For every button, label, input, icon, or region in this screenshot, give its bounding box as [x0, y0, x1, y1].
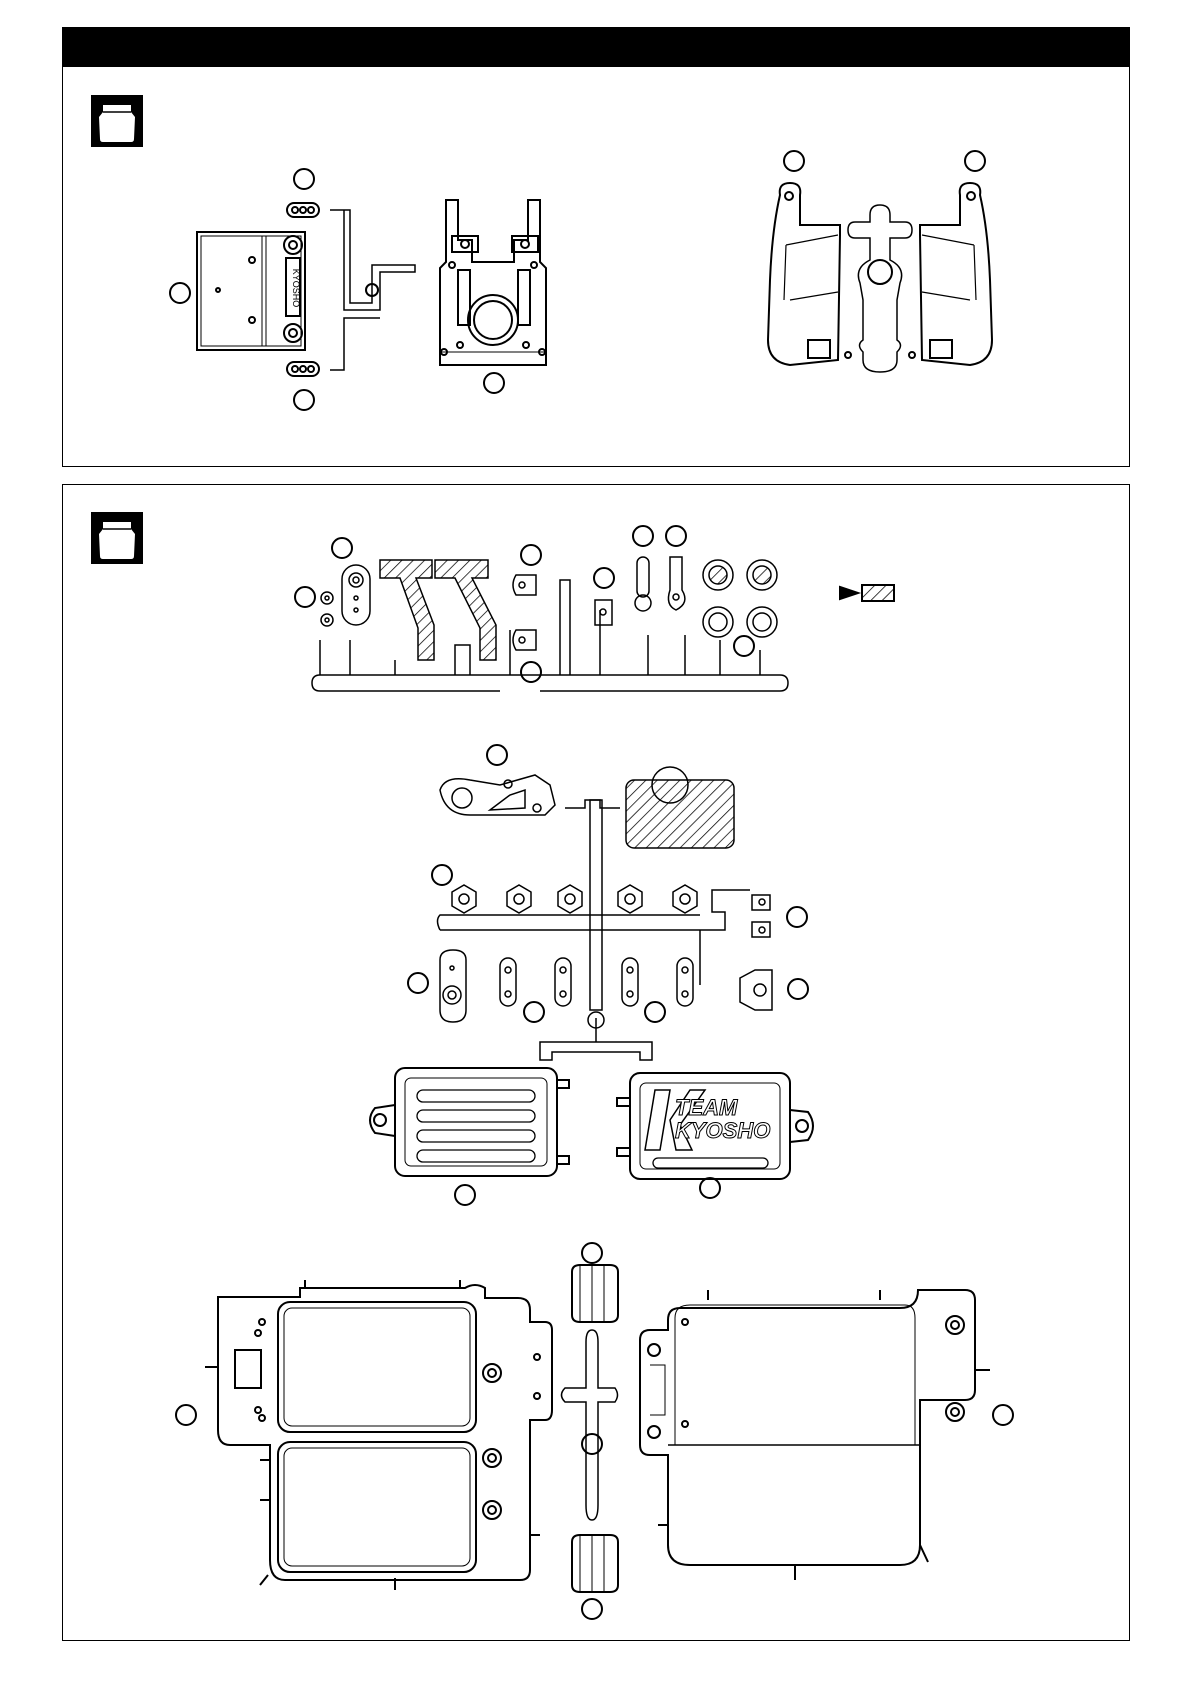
- legend-hatch-swatch: [862, 585, 894, 601]
- kyosho-decal-line1: TEAM: [675, 1098, 737, 1118]
- kyosho-decal-line2: KYOSHO: [675, 1121, 770, 1141]
- legend-arrow-icon: [840, 587, 858, 599]
- receiver-box-lid-plain: [370, 1068, 569, 1176]
- receiver-box-bottom-right: [640, 1290, 990, 1580]
- small-parts-sprue-b: [438, 767, 773, 1060]
- receiver-box-bottom-left: [205, 1280, 552, 1590]
- foam-pad-sprue: [562, 1265, 619, 1592]
- small-parts-sprue-a: [312, 557, 788, 691]
